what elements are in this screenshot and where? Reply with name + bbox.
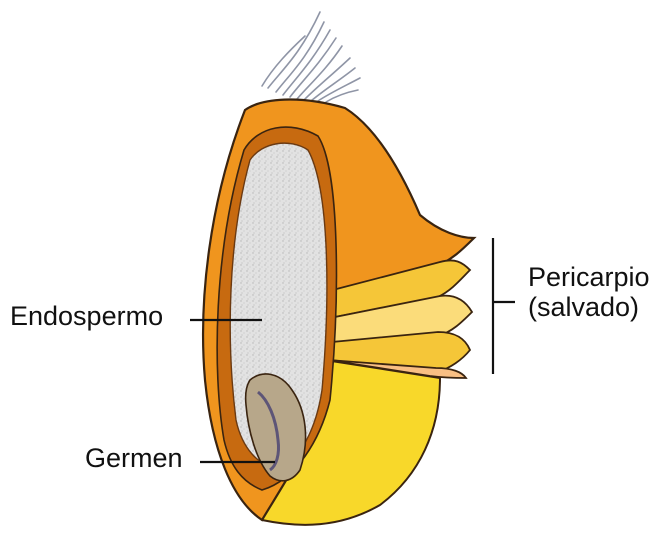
- pericarp-bracket: [491, 238, 515, 374]
- endosperm-label: Endospermo: [10, 301, 164, 331]
- brush-hairs: [261, 11, 361, 103]
- germ-shading: [256, 390, 280, 472]
- pericarp-label-line1: Pericarpio: [528, 262, 650, 292]
- pericarp-label-line2: (salvado): [528, 292, 640, 323]
- bran-layer-4: [327, 359, 468, 379]
- germ-label: Germen: [85, 443, 183, 473]
- bran-layer-1: [323, 259, 472, 320]
- pericarp-label: Pericarpio (salvado): [528, 262, 650, 322]
